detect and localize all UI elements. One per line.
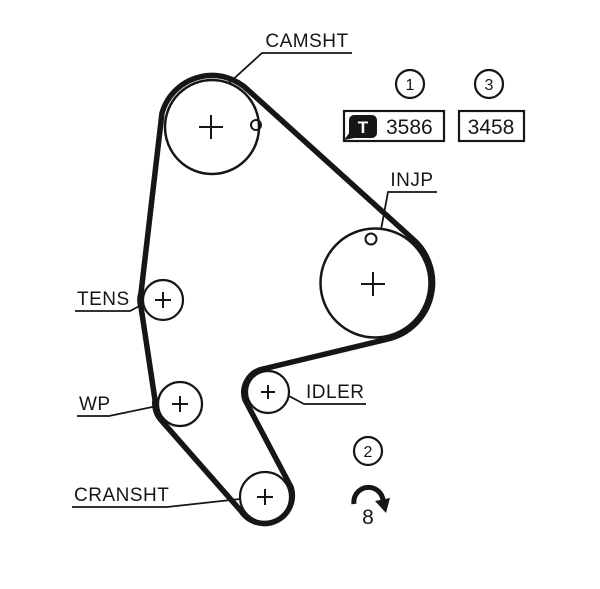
- reference-numbers: 1 3 2: [352, 68, 505, 467]
- crankshaft-plus-mark: [257, 489, 273, 505]
- pulley-center-plus-marks: [155, 115, 385, 505]
- part-number-box-1: T 3586: [342, 109, 446, 143]
- ref-number-3: 3: [485, 77, 494, 94]
- part-number-box-3-frame: [457, 109, 526, 143]
- rotation-arrow-head-icon: [375, 498, 390, 513]
- ref-number-1: 1: [406, 77, 415, 94]
- gates-logo-tail-icon: [344, 132, 354, 140]
- part-number-1-text: 3586: [386, 116, 433, 139]
- idler-plus-mark: [261, 385, 275, 399]
- part-number-box-3: 3458: [457, 109, 526, 143]
- pulleys: [141, 78, 431, 524]
- gates-logo-icon: [349, 115, 377, 138]
- water-pump-leader-line: [77, 405, 158, 417]
- rotation-count-text: 8: [362, 506, 374, 529]
- ref-circle-3: [473, 68, 505, 100]
- ref-circle-2: [352, 435, 384, 467]
- rotation-indicator: 8: [351, 484, 390, 529]
- label-leader-lines: [72, 52, 437, 508]
- camshaft-timing-mark-dot: [250, 119, 262, 131]
- gates-logo-letter: T: [358, 118, 369, 137]
- tensioner-plus-mark: [155, 292, 171, 308]
- ref-circle-1: [394, 68, 426, 100]
- camshaft-leader-line: [227, 52, 352, 85]
- injection-pump-label: INJP: [390, 170, 433, 191]
- injection-pump-plus-mark: [361, 272, 385, 296]
- water-pump-label: WP: [79, 394, 111, 415]
- rotation-arrow-icon: [351, 484, 386, 505]
- crankshaft-label: CRANSHT: [74, 485, 169, 506]
- water-pump-plus-mark: [172, 396, 188, 412]
- ref-number-2: 2: [364, 444, 373, 461]
- camshaft-label: CAMSHT: [265, 31, 348, 52]
- component-labels: CAMSHT INJP TENS WP IDLER CRANSHT: [74, 31, 433, 506]
- part-number-3-text: 3458: [468, 116, 515, 139]
- idler-leader-line: [288, 395, 366, 405]
- timing-belt-path: [137, 72, 436, 527]
- crankshaft-leader-line: [72, 498, 241, 508]
- tensioner-label: TENS: [77, 289, 130, 310]
- injection-pump-timing-mark-dot: [364, 232, 378, 246]
- idler-label: IDLER: [306, 382, 364, 403]
- camshaft-plus-mark: [199, 115, 223, 139]
